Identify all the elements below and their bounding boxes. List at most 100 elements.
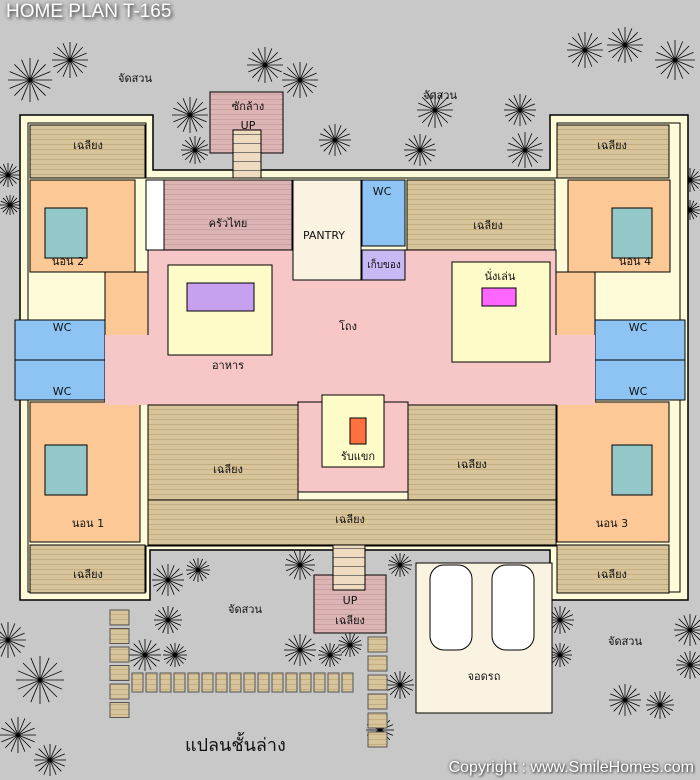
tree-icon bbox=[388, 553, 412, 577]
veranda-top-right bbox=[556, 124, 670, 179]
tree-icon bbox=[646, 691, 674, 719]
label-veranda: เฉลียง bbox=[597, 139, 627, 152]
wc-left-2 bbox=[14, 359, 106, 401]
car-2 bbox=[491, 564, 535, 651]
tree-icon bbox=[609, 684, 641, 716]
veranda-lower-right bbox=[407, 404, 557, 501]
stepping-stone bbox=[313, 672, 326, 693]
tree-icon bbox=[163, 643, 187, 667]
stepping-stone bbox=[109, 646, 130, 663]
label-veranda: เฉลียง bbox=[213, 463, 243, 476]
living-table bbox=[481, 287, 517, 307]
tree-icon bbox=[607, 27, 643, 63]
tree-icon bbox=[284, 634, 316, 666]
wc-right-2 bbox=[594, 359, 686, 401]
storage bbox=[361, 249, 406, 281]
label-wc: WC bbox=[629, 321, 648, 334]
stepping-stone bbox=[367, 712, 388, 729]
tree-icon bbox=[0, 163, 20, 187]
stepping-stones bbox=[109, 609, 388, 748]
tree-icon bbox=[318, 643, 342, 667]
tree-icon bbox=[404, 134, 436, 166]
stepping-stone bbox=[367, 693, 388, 710]
tree-icon bbox=[16, 656, 64, 704]
label-garden: จัดสวน bbox=[118, 72, 152, 85]
thai-kitchen bbox=[163, 179, 293, 251]
tree-icon bbox=[674, 614, 700, 646]
stepping-stone bbox=[109, 665, 130, 681]
tree-icon bbox=[386, 671, 414, 699]
wc-center bbox=[361, 179, 406, 247]
tree-icon bbox=[567, 32, 603, 68]
stepping-stone bbox=[271, 672, 284, 693]
tree-icon bbox=[129, 639, 161, 671]
stepping-stone bbox=[341, 672, 354, 693]
label-bedroom-1: นอน 1 bbox=[72, 517, 104, 530]
label-wc: WC bbox=[373, 185, 392, 198]
label-bedroom-3: นอน 3 bbox=[596, 517, 628, 530]
label-wc: WC bbox=[53, 321, 72, 334]
label-storage: เก็บของ bbox=[367, 257, 401, 271]
stepping-stone bbox=[187, 672, 200, 693]
tree-icon bbox=[181, 136, 209, 164]
label-wc: WC bbox=[629, 385, 648, 398]
stepping-stone bbox=[109, 702, 130, 718]
bed-4 bbox=[611, 207, 653, 259]
stepping-stone bbox=[109, 609, 130, 626]
stepping-stone bbox=[367, 731, 388, 748]
bed-2 bbox=[44, 207, 88, 259]
stepping-stone bbox=[215, 672, 228, 693]
stair-bottom bbox=[332, 544, 366, 591]
label-veranda: เฉลียง bbox=[457, 458, 487, 471]
wc-left-1 bbox=[14, 319, 106, 361]
label-veranda: เฉลียง bbox=[335, 614, 365, 627]
tree-icon bbox=[655, 40, 695, 80]
stepping-stone bbox=[327, 672, 340, 693]
label-garden: จัดสวน bbox=[228, 603, 262, 616]
veranda-bottom-right bbox=[556, 544, 670, 594]
stepping-stone bbox=[243, 672, 256, 693]
tree-icon bbox=[52, 42, 88, 78]
label-living: นั่งเล่น bbox=[485, 268, 516, 283]
car-1 bbox=[429, 564, 473, 651]
veranda-top-center bbox=[406, 179, 556, 251]
stepping-stone bbox=[201, 672, 214, 693]
tree-icon bbox=[172, 97, 208, 133]
tree-icon bbox=[0, 717, 36, 753]
tree-icon bbox=[507, 132, 543, 168]
label-parking: จอดรถ bbox=[468, 670, 501, 683]
tree-icon bbox=[154, 606, 182, 634]
label-up: UP bbox=[343, 594, 358, 607]
label-dining: อาหาร bbox=[212, 359, 244, 372]
label-laundry: ซักล้าง bbox=[232, 100, 264, 113]
label-thai-kitchen: ครัวไทย bbox=[209, 217, 248, 230]
label-veranda: เฉลียง bbox=[473, 219, 503, 232]
tree-icon bbox=[338, 633, 362, 657]
tree-icon bbox=[282, 62, 318, 98]
tree-icon bbox=[417, 92, 453, 128]
stepping-stone bbox=[299, 672, 312, 693]
cars bbox=[429, 564, 535, 651]
tree-icon bbox=[285, 550, 315, 580]
label-wc: WC bbox=[53, 385, 72, 398]
label-bedroom-4: นอน 4 bbox=[619, 255, 651, 268]
kitchen-counter bbox=[145, 179, 165, 251]
wc-right-1 bbox=[594, 319, 686, 361]
veranda-top-left bbox=[29, 124, 146, 179]
stepping-stone bbox=[109, 628, 130, 644]
stepping-stone bbox=[109, 683, 130, 700]
trees bbox=[0, 27, 700, 776]
label-garden: จัดสวน bbox=[423, 89, 457, 102]
label-bedroom-2: นอน 2 bbox=[52, 255, 84, 268]
stepping-stone bbox=[257, 672, 270, 693]
label-veranda: เฉลียง bbox=[335, 513, 365, 526]
tree-icon bbox=[0, 195, 20, 215]
label-hall: โถง bbox=[339, 319, 357, 333]
living-rug bbox=[451, 261, 551, 363]
bed-1 bbox=[44, 444, 88, 496]
label-reception: รับแขก bbox=[341, 450, 375, 463]
label-veranda: เฉลียง bbox=[73, 568, 103, 581]
stair-top bbox=[232, 129, 262, 179]
label-veranda: เฉลียง bbox=[597, 568, 627, 581]
copyright: Copyright : www.SmileHomes.com bbox=[448, 759, 694, 776]
